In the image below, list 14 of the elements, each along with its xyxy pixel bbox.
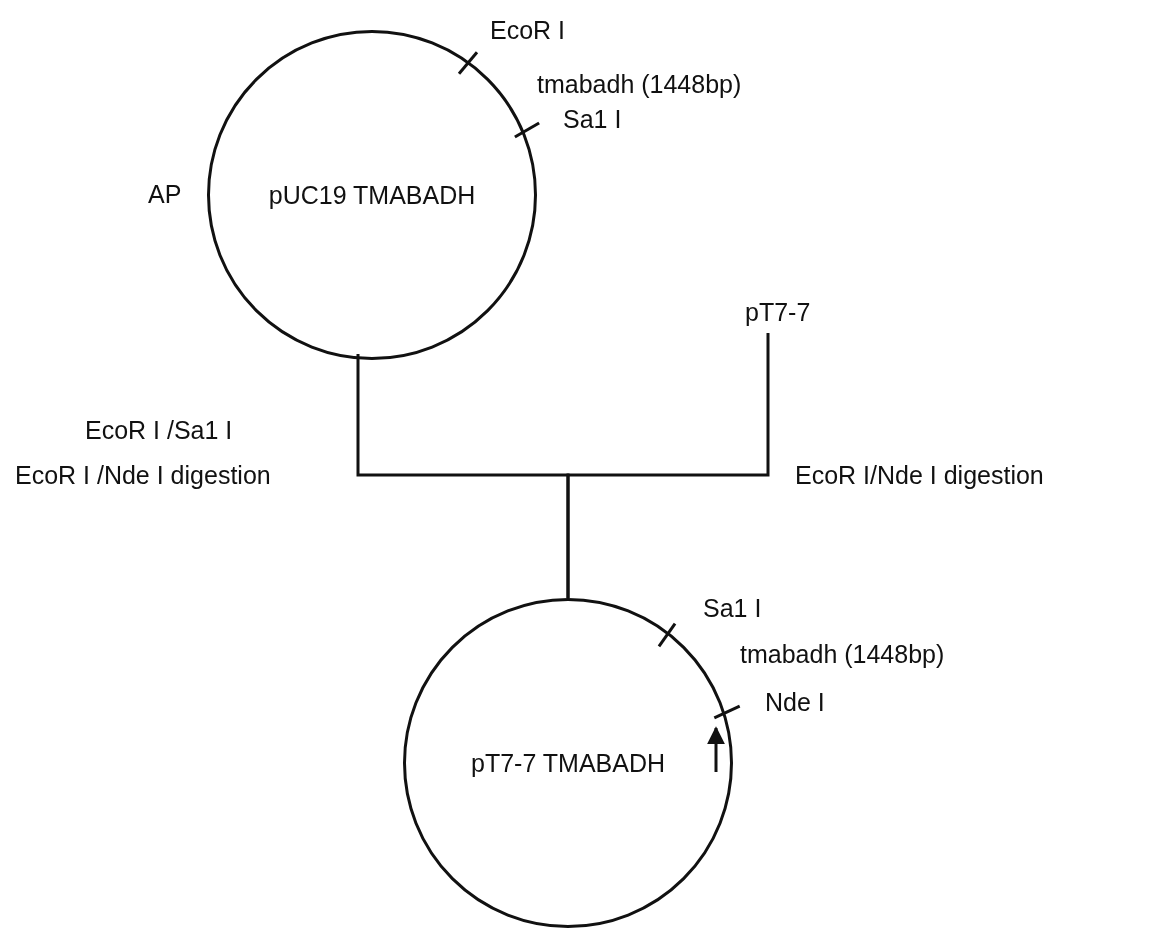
connector-line — [566, 333, 770, 598]
site-label: tmabadh (1448bp) — [537, 72, 742, 97]
site-label: EcoR I — [490, 18, 566, 43]
site-label: Nde I — [765, 690, 825, 715]
site-label: Sa1 I — [563, 107, 622, 132]
site-label: AP — [148, 182, 182, 207]
site-label: tmabadh (1448bp) — [740, 642, 945, 667]
step-label: EcoR I/Nde I digestion — [795, 463, 1044, 488]
step-label: EcoR I /Nde I digestion — [15, 463, 271, 488]
plasmid-name: pT7-7 TMABADH — [471, 750, 665, 776]
plasmid-name: pUC19 TMABADH — [268, 182, 476, 208]
site-label: Sa1 I — [703, 596, 762, 621]
plasmid-label: pT7-7 — [745, 300, 811, 325]
step-label: EcoR I /Sa1 I — [85, 418, 233, 443]
